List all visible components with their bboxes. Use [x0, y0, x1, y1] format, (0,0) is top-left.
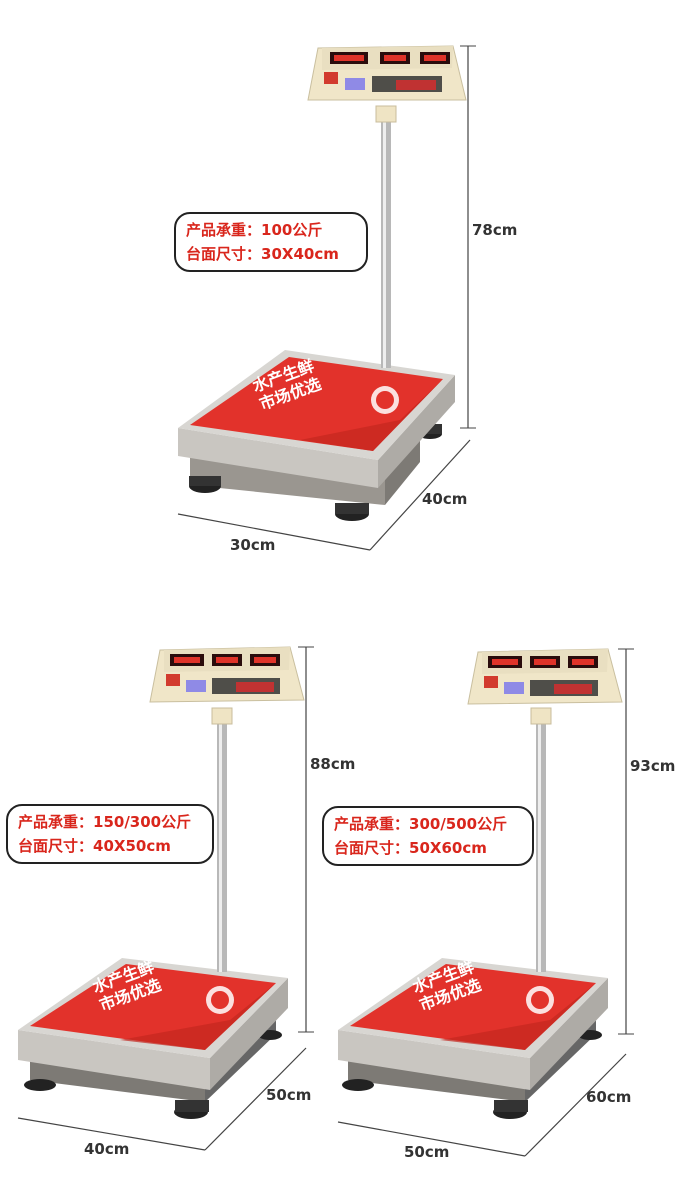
depth-label-medium: 50cm — [266, 1086, 312, 1104]
scale-illustration-small: 水产生鲜 市场优选 — [177, 45, 476, 551]
height-label-small: 78cm — [472, 221, 518, 239]
capacity-label: 产品承重： — [186, 221, 262, 239]
size-line: 台面尺寸：40X50cm — [18, 834, 202, 858]
depth-label-large: 60cm — [586, 1088, 632, 1106]
spec-box-large: 产品承重：300/500公斤 台面尺寸：50X60cm — [322, 806, 534, 866]
capacity-label: 产品承重： — [18, 813, 94, 831]
size-value: 50X60cm — [409, 839, 487, 857]
width-label-medium: 40cm — [84, 1140, 130, 1158]
size-value: 30X40cm — [261, 245, 339, 263]
capacity-value: 100公斤 — [261, 221, 323, 239]
size-value: 40X50cm — [93, 837, 171, 855]
height-label-medium: 88cm — [310, 755, 356, 773]
capacity-value: 150/300公斤 — [93, 813, 192, 831]
spec-box-medium: 产品承重：150/300公斤 台面尺寸：40X50cm — [6, 804, 214, 864]
width-label-large: 50cm — [404, 1143, 450, 1161]
size-label: 台面尺寸： — [186, 245, 262, 263]
capacity-label: 产品承重： — [334, 815, 410, 833]
width-label-small: 30cm — [230, 536, 276, 554]
size-label: 台面尺寸： — [18, 837, 94, 855]
height-label-large: 93cm — [630, 757, 676, 775]
capacity-line: 产品承重：100公斤 — [186, 218, 356, 242]
size-line: 台面尺寸：30X40cm — [186, 242, 356, 266]
size-line: 台面尺寸：50X60cm — [334, 836, 522, 860]
spec-box-small: 产品承重：100公斤 台面尺寸：30X40cm — [174, 212, 368, 272]
capacity-line: 产品承重：300/500公斤 — [334, 812, 522, 836]
size-label: 台面尺寸： — [334, 839, 410, 857]
capacity-value: 300/500公斤 — [409, 815, 508, 833]
capacity-line: 产品承重：150/300公斤 — [18, 810, 202, 834]
depth-label-small: 40cm — [422, 490, 468, 508]
